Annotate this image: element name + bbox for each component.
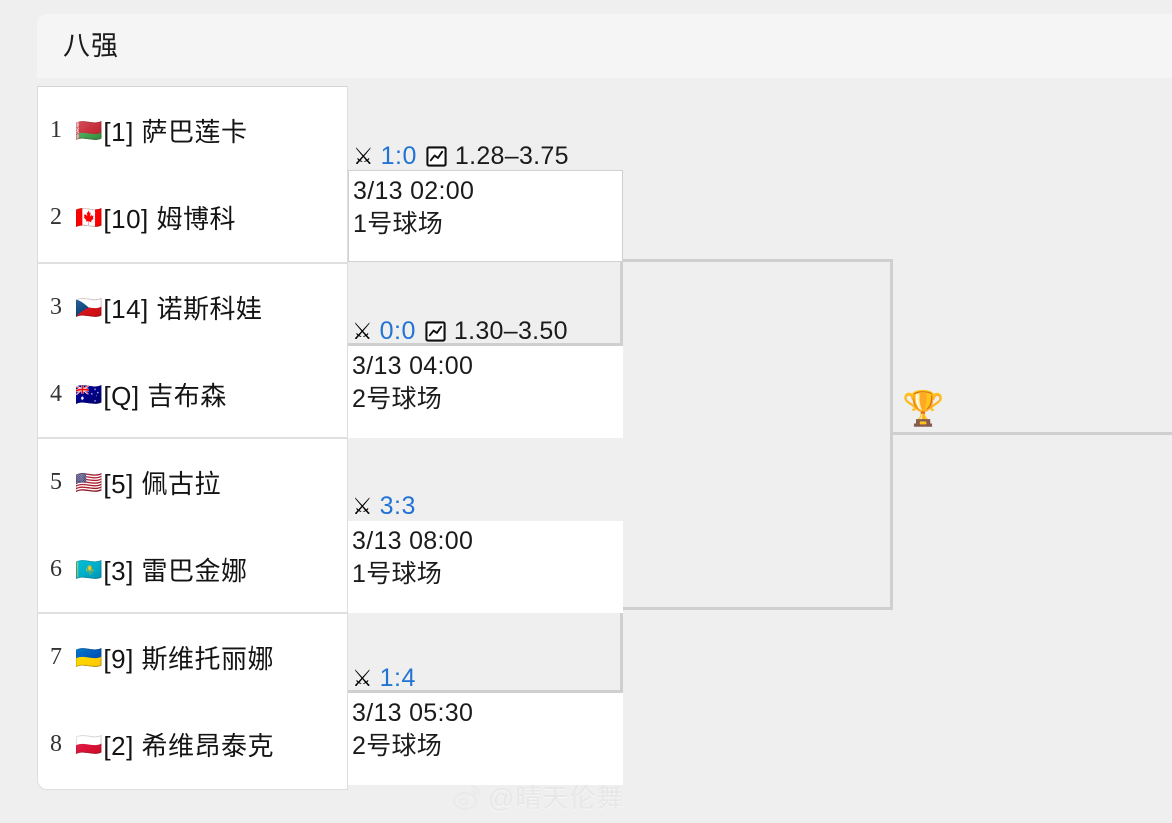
player-number: 7 <box>50 644 62 670</box>
player-number: 1 <box>50 117 62 143</box>
player-row[interactable]: 3 🇨🇿 [14] 诺斯科娃 <box>38 264 347 351</box>
match-datetime: 3/13 05:30 <box>352 699 474 727</box>
player-row[interactable]: 1 🇧🇾 [1] 萨巴莲卡 <box>38 87 347 174</box>
match-header-3: ⚔ 3:3 <box>352 492 425 520</box>
player-number: 2 <box>50 204 62 230</box>
champion-line <box>891 432 1172 435</box>
match-body-2: 3/13 04:00 2号球场 <box>348 346 623 416</box>
match-odds: 1.30–3.50 <box>453 316 568 345</box>
swords-icon: ⚔ <box>352 664 373 691</box>
player-row[interactable]: 2 🇨🇦 [10] 姆博科 <box>38 174 347 261</box>
match-datetime: 3/13 02:00 <box>353 177 475 205</box>
player-number: 4 <box>50 381 62 407</box>
match-datetime: 3/13 08:00 <box>352 527 474 555</box>
match-pair-4: 7 🇺🇦 [9] 斯维托丽娜 8 🇵🇱 [2] 希维昂泰克 <box>38 612 347 787</box>
match-court: 2号球场 <box>352 385 443 413</box>
player-number: 8 <box>50 731 62 757</box>
chart-box-icon <box>425 320 446 342</box>
player-name: [Q] 吉布森 <box>103 381 227 411</box>
swords-icon: ⚔ <box>352 492 373 519</box>
match-header-4: ⚔ 1:4 <box>352 664 425 692</box>
match-box-2[interactable]: ⚔ 0:0 1.30–3.50 3/13 04:00 2号球场 <box>348 317 623 438</box>
player-number: 5 <box>50 469 62 495</box>
round-title: 八强 <box>63 30 119 61</box>
match-box-1[interactable]: ⚔ 1:0 1.28–3.75 3/13 02:00 1号球场 <box>348 142 623 262</box>
match-score: 0:0 <box>379 316 416 345</box>
trophy-icon: 🏆 <box>902 390 945 428</box>
match-odds: 1.28–3.75 <box>454 141 569 170</box>
match-pair-1: 1 🇧🇾 [1] 萨巴莲卡 2 🇨🇦 [10] 姆博科 <box>38 87 347 262</box>
player-name: [10] 姆博科 <box>103 204 236 234</box>
match-box-4[interactable]: ⚔ 1:4 3/13 05:30 2号球场 <box>348 664 623 785</box>
match-score: 3:3 <box>379 491 416 520</box>
player-row[interactable]: 7 🇺🇦 [9] 斯维托丽娜 <box>38 614 347 701</box>
match-box-3[interactable]: ⚔ 3:3 3/13 08:00 1号球场 <box>348 492 623 613</box>
match-court: 2号球场 <box>352 732 443 760</box>
match-score: 1:4 <box>379 663 416 692</box>
usa-flag: 🇺🇸 <box>75 469 103 495</box>
match-datetime: 3/13 04:00 <box>352 352 474 380</box>
czechia-flag: 🇨🇿 <box>75 294 103 320</box>
player-row[interactable]: 8 🇵🇱 [2] 希维昂泰克 <box>38 701 347 788</box>
canada-flag: 🇨🇦 <box>75 204 103 230</box>
player-row[interactable]: 4 🇦🇺 [Q] 吉布森 <box>38 351 347 438</box>
match-score: 1:0 <box>380 141 417 170</box>
match-body-3: 3/13 08:00 1号球场 <box>348 521 623 591</box>
round-header: 八强 <box>37 14 1172 78</box>
match-pair-3: 5 🇺🇸 [5] 佩古拉 6 🇰🇿 [3] 雷巴金娜 <box>38 437 347 612</box>
chart-box-icon <box>426 145 447 167</box>
match-pair-2: 3 🇨🇿 [14] 诺斯科娃 4 🇦🇺 [Q] 吉布森 <box>38 262 347 437</box>
match-court: 1号球场 <box>353 210 444 238</box>
belarus-flag: 🇧🇾 <box>75 117 103 143</box>
match-body-4: 3/13 05:30 2号球场 <box>348 693 623 763</box>
weibo-logo-icon <box>452 782 482 812</box>
players-column: 1 🇧🇾 [1] 萨巴莲卡 2 🇨🇦 [10] 姆博科 3 🇨🇿 [14] 诺斯… <box>37 86 348 790</box>
player-name: [5] 佩古拉 <box>103 469 222 499</box>
kazakhstan-flag: 🇰🇿 <box>75 556 103 582</box>
player-row[interactable]: 6 🇰🇿 [3] 雷巴金娜 <box>38 526 347 613</box>
match-header-2: ⚔ 0:0 1.30–3.50 <box>352 317 568 345</box>
match-header-1: ⚔ 1:0 1.28–3.75 <box>353 142 569 170</box>
final-connector <box>622 259 893 610</box>
player-name: [2] 希维昂泰克 <box>103 731 275 761</box>
player-name: [14] 诺斯科娃 <box>103 294 263 324</box>
player-name: [3] 雷巴金娜 <box>103 556 248 586</box>
player-number: 3 <box>50 294 62 320</box>
ukraine-flag: 🇺🇦 <box>75 644 103 670</box>
match-body-1: 3/13 02:00 1号球场 <box>349 171 622 241</box>
swords-icon: ⚔ <box>352 317 373 344</box>
player-name: [1] 萨巴莲卡 <box>103 117 248 147</box>
australia-flag: 🇦🇺 <box>75 381 103 407</box>
player-number: 6 <box>50 556 62 582</box>
poland-flag: 🇵🇱 <box>75 731 103 757</box>
match-court: 1号球场 <box>352 560 443 588</box>
swords-icon: ⚔ <box>353 142 374 169</box>
player-name: [9] 斯维托丽娜 <box>103 644 275 674</box>
player-row[interactable]: 5 🇺🇸 [5] 佩古拉 <box>38 439 347 526</box>
